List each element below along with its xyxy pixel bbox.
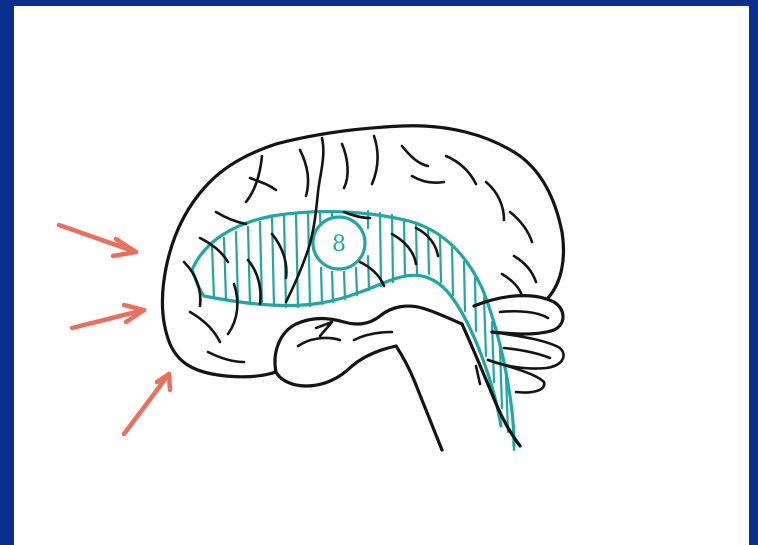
temporal-lobe: [275, 306, 462, 372]
arrow-upper-icon: [59, 225, 136, 256]
badge-8: 8: [313, 217, 365, 269]
arrow-middle-icon: [72, 305, 144, 328]
cerebellum: [474, 296, 564, 393]
arrow-lower-icon: [124, 374, 170, 434]
slide-canvas: 8: [14, 6, 749, 545]
badge-label: 8: [332, 232, 346, 257]
brain-illustration: 8: [14, 6, 749, 545]
